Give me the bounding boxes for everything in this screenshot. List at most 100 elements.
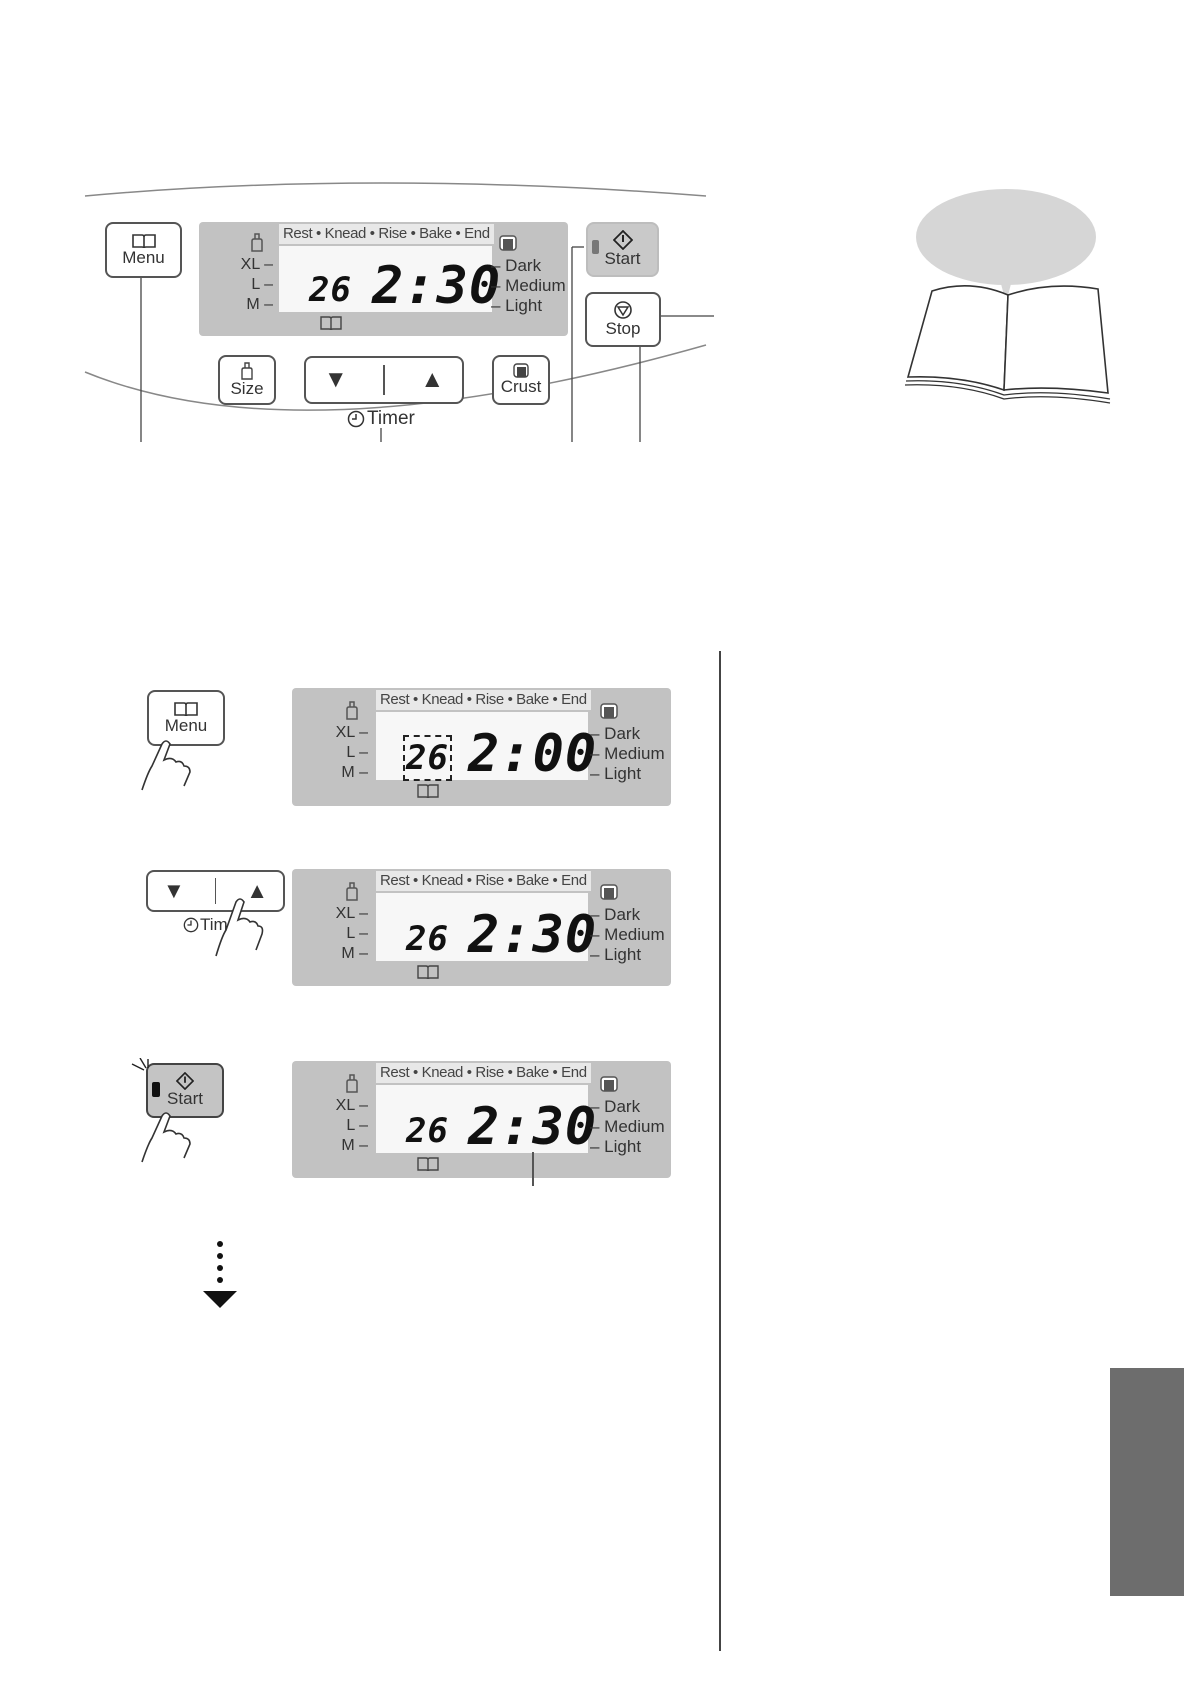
- step1-display-panel: Rest • Knead • Rise • Bake • End XL – L …: [292, 688, 671, 806]
- crust-icon: [513, 363, 529, 378]
- dotted-down-arrow-icon: [203, 1241, 237, 1308]
- crust-label: Crust: [500, 377, 542, 397]
- start-label: Start: [604, 249, 641, 269]
- crust-light-label: – Light: [590, 1137, 642, 1156]
- size-button[interactable]: Size: [218, 355, 276, 405]
- size-xl-label: XL –: [240, 256, 273, 273]
- start-button[interactable]: Start: [586, 222, 659, 277]
- time-display-leader-line: [532, 1152, 534, 1186]
- recipe-book-illustration: [904, 189, 1111, 404]
- menu-number-display: 26: [403, 735, 452, 781]
- timer-label: Timer: [347, 408, 415, 430]
- book-indicator-icon: [417, 965, 439, 979]
- size-xl-label: XL –: [335, 724, 368, 741]
- step2-display-panel: Rest • Knead • Rise • Bake • End XL – L …: [292, 869, 671, 986]
- timer-arrow-buttons[interactable]: ▼ ▲: [304, 356, 464, 404]
- crust-dark-label: – Dark: [590, 905, 641, 924]
- start-icon: [612, 230, 633, 251]
- crust-dark-label: – Dark: [590, 724, 641, 743]
- clock-icon: [183, 917, 199, 933]
- stop-label: Stop: [605, 319, 641, 339]
- stage-labels: Rest • Knead • Rise • Bake • End: [376, 1063, 591, 1083]
- clock-icon: [347, 410, 365, 428]
- size-icon: [346, 1074, 358, 1093]
- lcd-screen: 26 2:30: [376, 893, 596, 965]
- size-m-label: M –: [341, 764, 368, 781]
- crust-dark-label: – Dark: [590, 1097, 641, 1116]
- size-m-label: M –: [341, 1137, 368, 1154]
- lcd-screen: 26 2:30: [376, 1085, 596, 1157]
- step3-display-panel: Rest • Knead • Rise • Bake • End XL – L …: [292, 1061, 671, 1178]
- start-indicator-light-on: [152, 1082, 160, 1097]
- crust-icon: [499, 235, 517, 251]
- start-indicator-light: [592, 240, 599, 254]
- lcd-screen: 26 2:30: [279, 246, 500, 316]
- crust-medium-label: – Medium: [590, 925, 665, 944]
- section-side-tab: [1110, 1368, 1184, 1596]
- crust-medium-label: – Medium: [590, 1117, 665, 1136]
- step1-menu-button[interactable]: Menu: [147, 690, 225, 746]
- crust-light-label: – Light: [590, 764, 642, 783]
- size-xl-label: XL –: [335, 1097, 368, 1114]
- stage-labels: Rest • Knead • Rise • Bake • End: [376, 690, 591, 710]
- light-flash-icon: [131, 1058, 149, 1071]
- time-display: 2:30: [372, 256, 502, 316]
- size-icon: [241, 361, 253, 380]
- menu-number-display: 26: [406, 919, 449, 959]
- crust-light-label: – Light: [491, 296, 543, 315]
- book-indicator-icon: [320, 316, 342, 330]
- up-arrow-button[interactable]: ▲: [420, 365, 445, 393]
- lcd-screen: 26 2:00: [376, 712, 596, 784]
- start-icon: [176, 1072, 194, 1091]
- down-arrow-button[interactable]: ▼: [162, 877, 185, 903]
- arrow-divider: [383, 365, 385, 395]
- pointing-hand-icon: [215, 898, 264, 957]
- size-l-label: L –: [251, 276, 273, 293]
- pointing-hand-icon: [141, 1112, 191, 1163]
- control-panel-outline: [84, 182, 714, 442]
- speech-bubble: [916, 189, 1096, 285]
- menu-number-display: 26: [309, 270, 352, 310]
- size-l-label: L –: [346, 925, 368, 942]
- size-m-label: M –: [246, 296, 273, 313]
- stage-labels: Rest • Knead • Rise • Bake • End: [279, 224, 494, 244]
- crust-icon: [600, 703, 618, 719]
- step2-timer-label: Tim: [183, 915, 228, 935]
- crust-icon: [600, 1076, 618, 1092]
- step2-timer-arrow-buttons[interactable]: ▼ ▲: [146, 870, 285, 912]
- time-display: 2:30: [468, 905, 598, 965]
- display-panel: Rest • Knead • Rise • Bake • End XL – L …: [199, 222, 568, 336]
- menu-number-display: 26: [406, 1111, 449, 1151]
- menu-button[interactable]: Menu: [105, 222, 182, 278]
- arrow-divider: [214, 878, 217, 904]
- time-display: 2:30: [468, 1097, 598, 1157]
- book-icon: [174, 701, 198, 716]
- down-arrow-button[interactable]: ▼: [323, 365, 348, 393]
- stop-button[interactable]: Stop: [585, 292, 661, 347]
- stop-icon: [614, 301, 632, 319]
- size-icon: [346, 701, 358, 720]
- menu-label: Menu: [122, 247, 165, 267]
- book-icon: [131, 233, 156, 248]
- size-icon: [251, 233, 263, 252]
- crust-button[interactable]: Crust: [492, 355, 550, 405]
- crust-icon: [600, 884, 618, 900]
- pointing-hand-icon: [141, 740, 191, 791]
- crust-medium-label: – Medium: [590, 744, 665, 763]
- size-label: Size: [230, 378, 264, 398]
- menu-label: Menu: [164, 715, 208, 735]
- size-m-label: M –: [341, 945, 368, 962]
- crust-light-label: – Light: [590, 945, 642, 964]
- crust-dark-label: – Dark: [491, 256, 542, 275]
- time-display: 2:00: [468, 724, 598, 784]
- crust-medium-label: – Medium: [491, 276, 566, 295]
- book-indicator-icon: [417, 1157, 439, 1171]
- up-arrow-button[interactable]: ▲: [246, 877, 268, 903]
- size-l-label: L –: [346, 744, 368, 761]
- column-divider: [719, 651, 721, 1651]
- book-indicator-icon: [417, 784, 439, 798]
- start-label: Start: [167, 1089, 203, 1109]
- size-xl-label: XL –: [335, 905, 368, 922]
- size-l-label: L –: [346, 1117, 368, 1134]
- size-icon: [346, 882, 358, 901]
